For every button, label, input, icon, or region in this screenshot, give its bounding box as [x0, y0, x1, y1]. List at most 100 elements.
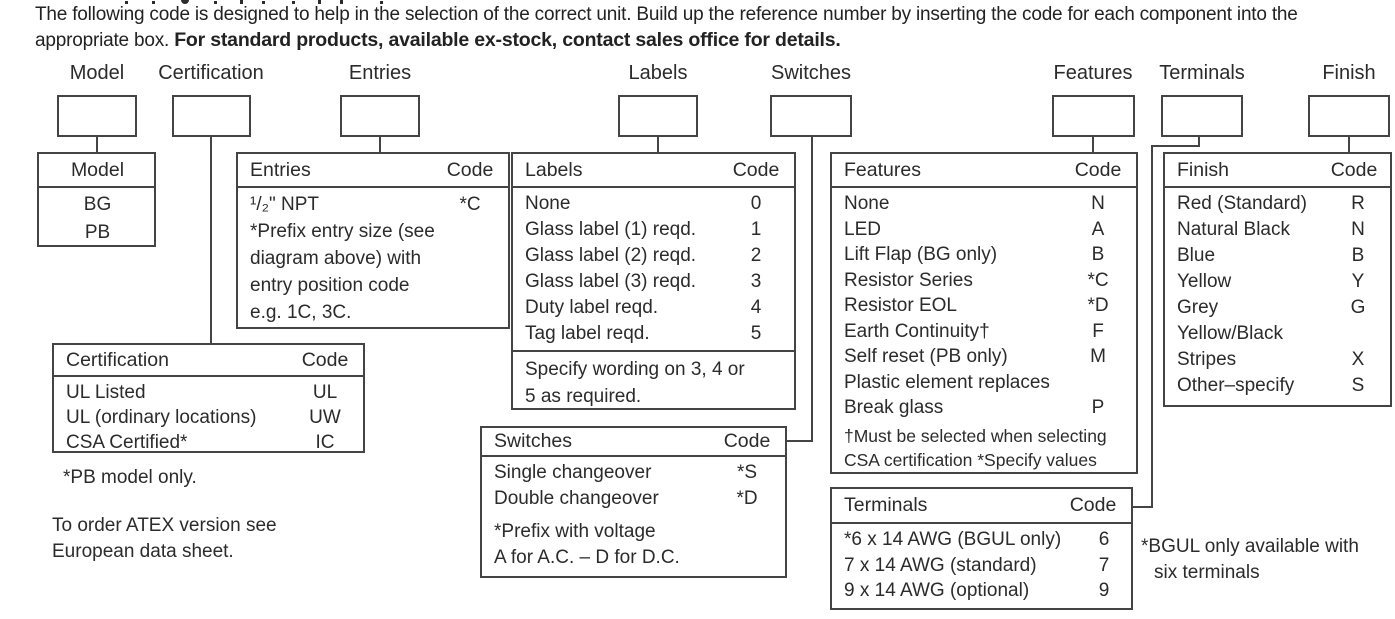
labels-footer-line: 5 as required. — [525, 386, 642, 407]
connector-line-switches-horizontal — [787, 440, 813, 442]
connector-line-features — [1092, 137, 1094, 152]
intro-line-2: appropriate box. For standard products, … — [35, 29, 841, 52]
table-row: 9 x 14 AWG (optional)9 — [832, 578, 1131, 604]
features-table-header: Features Code — [832, 154, 1136, 188]
intro-line-2-bold: For standard products, available ex-stoc… — [174, 29, 841, 51]
finish-row-label: Natural Black — [1177, 219, 1290, 240]
table-row: Plastic element replaces — [832, 370, 1136, 396]
table-row: Duty label reqd. 4 — [513, 295, 794, 321]
switches-table: Switches Code Single changeover*S Double… — [480, 426, 787, 578]
table-row: Yellow/Black — [1165, 321, 1390, 347]
labels-code-header: Code — [732, 158, 780, 181]
terminals-row-code: 7 — [1098, 554, 1110, 576]
terminals-table-header: Terminals Code — [832, 489, 1131, 524]
certification-row-label: UL Listed — [66, 382, 146, 403]
labels-row-code: 4 — [750, 297, 762, 318]
slot-box-features — [1052, 95, 1135, 137]
connector-line-switches-vertical — [811, 137, 813, 442]
switches-table-body: Single changeover*S Double changeover*D … — [482, 457, 785, 571]
finish-row-code: S — [1351, 375, 1365, 396]
features-code-header: Code — [1074, 158, 1122, 181]
finish-row-label: Stripes — [1177, 349, 1237, 370]
model-table-header: Model — [39, 154, 154, 188]
finish-row-label: Grey — [1177, 297, 1219, 318]
connector-line-terminals-bottom — [1132, 506, 1153, 508]
slot-box-labels — [618, 95, 698, 137]
slot-label-certification: Certification — [158, 62, 264, 84]
certification-row-code: IC — [315, 432, 335, 453]
table-row: ¹/₂" NPT *C — [238, 191, 508, 218]
slot-label-features: Features — [1053, 62, 1133, 84]
labels-row-code: 5 — [750, 323, 762, 344]
terminals-table: Terminals Code *6 x 14 AWG (BGUL only)6 … — [830, 487, 1133, 610]
certification-note-pb: *PB model only. — [63, 467, 197, 488]
finish-table-title: Finish — [1177, 158, 1230, 181]
terminals-row-code: 6 — [1098, 529, 1110, 550]
finish-row-code: B — [1351, 245, 1365, 266]
features-row-label: None — [844, 193, 890, 214]
slot-label-entries: Entries — [348, 62, 412, 84]
features-row-label: Resistor Series — [844, 269, 973, 291]
switches-row-label: Single changeover — [494, 462, 652, 483]
features-row-label: Lift Flap (BG only) — [844, 244, 998, 265]
labels-table-title: Labels — [525, 158, 583, 181]
connector-line-terminals-top — [1151, 145, 1200, 147]
slot-box-switches — [770, 95, 852, 137]
table-row: BG — [39, 191, 154, 219]
features-note-line: CSA certification *Specify values — [844, 449, 1097, 470]
slot-label-model: Model — [69, 62, 125, 84]
labels-row-code: 1 — [750, 219, 762, 240]
slot-label-finish: Finish — [1322, 62, 1376, 84]
entries-code-header: Code — [446, 158, 494, 181]
table-row: Resistor Series *C — [832, 268, 1136, 294]
finish-row-label: Other–specify — [1177, 375, 1295, 396]
finish-table: Finish Code Red (Standard)R Natural Blac… — [1163, 152, 1392, 407]
table-row: Red (Standard)R — [1165, 191, 1390, 217]
entries-row-code: *C — [459, 194, 481, 215]
labels-row-code: 3 — [750, 271, 762, 292]
table-row: LED A — [832, 217, 1136, 243]
entries-table-header: Entries Code — [238, 154, 508, 188]
slot-box-terminals — [1161, 95, 1243, 137]
finish-row-label: Blue — [1177, 245, 1216, 266]
entries-note-line: diagram above) with — [250, 248, 422, 269]
features-row-code: B — [1091, 244, 1105, 265]
features-row-code: A — [1091, 218, 1105, 240]
table-row: UL Listed UL — [54, 380, 363, 405]
finish-row-label: Red (Standard) — [1177, 193, 1307, 214]
features-row-code: *C — [1087, 269, 1109, 291]
table-row: Self reset (PB only)M — [832, 344, 1136, 370]
features-row-code: P — [1091, 397, 1105, 418]
switches-note-line: *Prefix with voltage — [494, 521, 656, 542]
certification-row-label: UL (ordinary locations) — [66, 407, 257, 428]
switches-table-header: Switches Code — [482, 428, 785, 457]
features-row-label: Break glass — [844, 397, 944, 418]
switches-table-title: Switches — [494, 430, 573, 452]
finish-row-label: Yellow — [1177, 271, 1232, 292]
terminals-table-body: *6 x 14 AWG (BGUL only)6 7 x 14 AWG (sta… — [832, 524, 1131, 604]
certification-table-title: Certification — [66, 348, 169, 371]
table-row: Blue B — [1165, 243, 1390, 269]
features-row-code: F — [1092, 320, 1104, 342]
table-row: Tag label reqd.5 — [513, 321, 794, 347]
finish-row-label: Yellow/Black — [1177, 323, 1283, 344]
features-row-label: LED — [844, 218, 881, 240]
labels-table-footer: Specify wording on 3, 4 or 5 as required… — [513, 350, 794, 410]
slot-label-labels: Labels — [628, 62, 688, 84]
labels-footer-line: Specify wording on 3, 4 or — [525, 359, 745, 380]
features-row-label: Plastic element replaces — [844, 371, 1050, 393]
switches-code-header: Code — [723, 430, 771, 452]
features-row-label: Earth Continuity† — [844, 320, 990, 342]
table-row: PB — [39, 219, 154, 247]
labels-row-label: Duty label reqd. — [525, 297, 659, 318]
certification-row-code: UL — [312, 382, 338, 403]
labels-row-label: None — [525, 193, 571, 214]
